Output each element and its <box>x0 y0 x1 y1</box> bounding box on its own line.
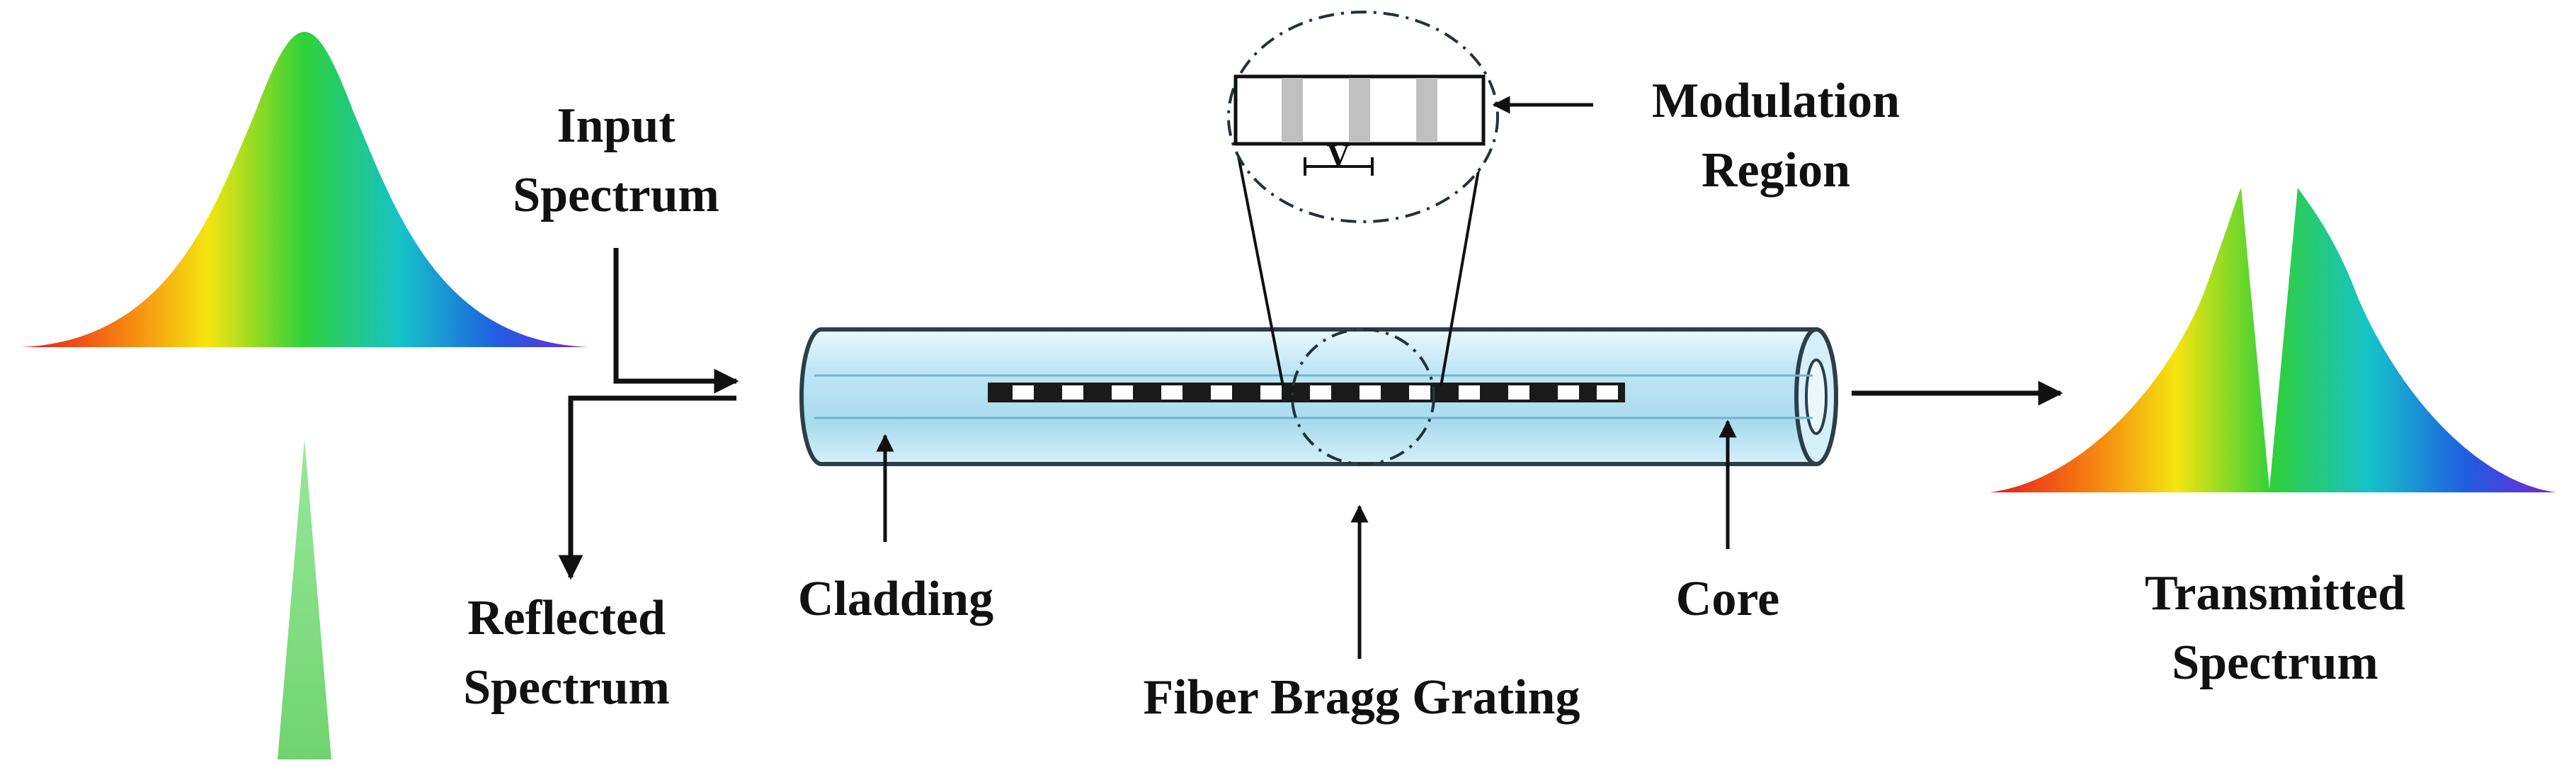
input-label-line1: Input <box>557 98 675 153</box>
modulation-label-line1: Modulation <box>1652 74 1900 128</box>
reflected-spectrum-peak <box>278 439 331 759</box>
modulation-highlight-circle <box>1291 328 1435 465</box>
reflected-label-line1: Reflected <box>467 591 666 645</box>
modulation-zoom-box <box>1233 74 1486 146</box>
fiber <box>799 327 1838 466</box>
grating <box>988 383 1625 402</box>
reflected-arrow <box>558 395 736 580</box>
transmitted-label-line2: Spectrum <box>2172 635 2378 690</box>
reflected-label-line2: Spectrum <box>463 660 670 715</box>
fbg-label: Fiber Bragg Grating <box>1144 670 1580 725</box>
period-symbol: Λ <box>1327 137 1350 171</box>
magnifier-line-left <box>1234 141 1284 387</box>
cladding-label: Cladding <box>798 572 993 626</box>
core-label: Core <box>1676 572 1779 626</box>
magnifier-line-right <box>1440 141 1485 387</box>
modulation-label-line2: Region <box>1702 143 1850 198</box>
transmitted-spectrum-curve <box>1990 188 2556 492</box>
input-label-line2: Spectrum <box>513 168 719 222</box>
input-spectrum-curve <box>21 32 588 347</box>
transmitted-label-line1: Transmitted <box>2145 566 2405 621</box>
input-arrow <box>613 248 739 394</box>
period-indicator <box>1304 157 1374 176</box>
